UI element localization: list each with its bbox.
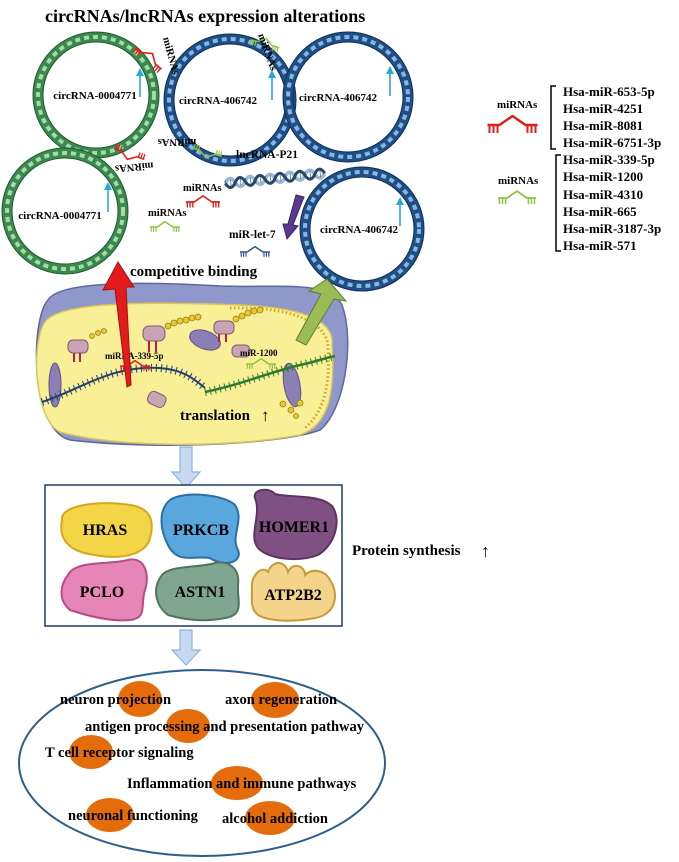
legend-mirna-label: miRNAs: [497, 99, 538, 111]
legend-mirna-label: miRNAs: [498, 175, 539, 187]
mirna-label: miRNAs: [158, 136, 197, 147]
mirna-red-icon: [186, 195, 220, 209]
mirna-label: miRNAs: [183, 183, 222, 194]
legend-item: Hsa-miR-4251: [563, 101, 643, 116]
down-arrow-icon: [170, 629, 202, 666]
circrna-label: circRNA-0004771: [53, 90, 137, 102]
highlight-blob: [245, 801, 295, 835]
organelle: [48, 362, 62, 408]
translation-label: translation: [180, 408, 251, 424]
lncrna-label: lncRNA-P21: [236, 149, 298, 161]
lncrna-helix: [223, 167, 327, 189]
legend-bracket: [555, 154, 561, 252]
highlight-blob: [251, 682, 299, 718]
legend-green-group: miRNAs Hsa-miR-339-5p Hsa-miR-1200 Hsa-m…: [498, 152, 661, 253]
circrna-label: circRNA-406742: [299, 92, 377, 104]
legend-bracket: [550, 85, 556, 150]
mirna-red-icon: [486, 115, 539, 135]
organelle: [189, 329, 221, 351]
circrna-ring-middle-right: [299, 166, 425, 292]
diagram-title: circRNAs/lncRNAs expression alterations: [45, 6, 365, 26]
protein-blob-hras: [60, 502, 153, 558]
protein-blob-homer1: [253, 488, 338, 560]
mirna-blue-icon: [240, 245, 270, 258]
pathway-label: axon regeneration: [225, 692, 337, 708]
protein-blob-astn1: [155, 561, 240, 622]
legend-item: Hsa-miR-8081: [563, 118, 643, 133]
legend-item: Hsa-miR-3187-3p: [563, 221, 661, 236]
mirna-label: miRNAs: [148, 208, 187, 219]
highlight-blob: [211, 766, 263, 800]
competitive-binding-label: competitive binding: [130, 264, 258, 280]
ribosome: [231, 344, 251, 358]
mirna-339-label: miRNA-339-5p: [105, 351, 164, 361]
circrna-label: circRNA-406742: [179, 95, 257, 107]
pathway-label: neuron projection: [60, 692, 171, 708]
red-arrow: [102, 261, 135, 388]
circrna-label: circRNA-0004771: [18, 210, 102, 222]
mrna-strand: [204, 354, 336, 394]
legend-item: Hsa-miR-4310: [563, 187, 643, 202]
mirna-green-icon: [150, 220, 180, 233]
mirna-green-icon: [498, 190, 536, 206]
protein-label: PCLO: [80, 584, 124, 601]
mirna-label: miRNAs: [160, 36, 181, 76]
mir-1200-label: miR-1200: [240, 348, 278, 358]
legend-item: Hsa-miR-1200: [563, 169, 643, 184]
protein-label: ATP2B2: [264, 587, 321, 604]
legend-item: Hsa-miR-665: [563, 204, 637, 219]
mrna-strand: [41, 366, 206, 403]
protein-label: PRKCB: [173, 522, 229, 539]
legend-item: Hsa-miR-6751-3p: [563, 135, 661, 150]
pathway-label: T cell receptor signaling: [45, 745, 194, 761]
legend-item: Hsa-miR-339-5p: [563, 152, 655, 167]
down-arrow-icon: [170, 446, 202, 489]
circrna-label: circRNA-406742: [320, 224, 398, 236]
protein-label: HOMER1: [259, 519, 329, 536]
protein-blob-prkcb: [160, 493, 240, 565]
highlight-blob: [118, 681, 162, 717]
pathway-label: alcohol addiction: [222, 811, 328, 827]
up-arrow-icon: ↑: [481, 541, 490, 561]
peptide-chain: [89, 306, 304, 419]
green-arrow: [295, 278, 348, 346]
mirna-label: miRNAs: [115, 159, 154, 173]
purple-arrow: [282, 194, 305, 241]
highlight-blob: [69, 735, 113, 769]
pathway-label: antigen processing and presentation path…: [85, 719, 365, 735]
protein-blob-atp2b2: [250, 562, 336, 622]
legend-item: Hsa-miR-653-5p: [563, 84, 655, 99]
ribosome: [142, 325, 166, 342]
protein-label: ASTN1: [175, 584, 226, 601]
protein-synthesis-label: Protein synthesis: [352, 543, 461, 559]
pathway-label: neuronal functioning: [68, 808, 199, 824]
organelle: [282, 362, 302, 408]
highlight-blob: [86, 798, 134, 832]
protein-blob-pclo: [60, 558, 148, 622]
circrna-ring-top-right: [282, 31, 414, 163]
circrna-ring-middle-left: [1, 147, 129, 275]
ribosome: [67, 339, 89, 354]
circrna-ring-top-left: [32, 31, 160, 159]
ribosome: [213, 320, 235, 335]
legend-item: Hsa-miR-571: [563, 238, 637, 253]
highlight-blob: [166, 709, 210, 743]
up-arrow-icon: ↑: [261, 406, 270, 425]
cell: miRNA-339-5p miR-1200 translation ↑: [35, 282, 349, 446]
mir-let7-label: miR-let-7: [229, 229, 276, 241]
legend-red-group: miRNAs Hsa-miR-653-5p Hsa-miR-4251 Hsa-m…: [486, 84, 661, 150]
ribosome: [147, 390, 167, 409]
protein-label: HRAS: [83, 522, 128, 539]
pathway-label: Inflammation and immune pathways: [127, 776, 357, 792]
